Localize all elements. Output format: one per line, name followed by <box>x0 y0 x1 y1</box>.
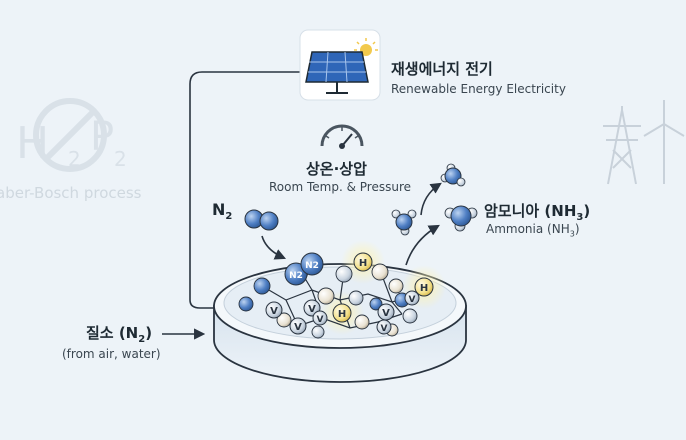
hydrogen-atom: H <box>332 303 352 323</box>
vanadium-atom: V <box>312 310 328 326</box>
solar-subtitle: Renewable Energy Electricity <box>391 82 566 96</box>
svg-text:V: V <box>381 324 388 334</box>
haber-letter-2b: 2 <box>114 147 127 171</box>
vanadium-atom: V <box>377 303 395 321</box>
ammonia-molecule-right <box>444 205 478 232</box>
ammonia-molecule-top <box>440 163 466 187</box>
arrow-n2-to-surface <box>261 235 287 260</box>
vanadium-atom: V <box>265 301 283 319</box>
svg-text:V: V <box>270 306 278 317</box>
ammonia-subtitle: Ammonia (NH3) <box>486 222 580 239</box>
conditions-title: 상온·상압 <box>306 160 367 178</box>
ammonia-title: 암모니아 (NH3) <box>484 202 591 223</box>
ammonia-molecule-left <box>391 209 417 236</box>
vanadium-atom: V <box>289 317 307 335</box>
conditions-subtitle: Room Temp. & Pressure <box>269 180 412 194</box>
svg-text:V: V <box>409 295 416 305</box>
adsorbed-n2-label: N2 <box>289 271 303 281</box>
nitrogen-molecule-incoming <box>244 209 279 231</box>
surface-nitrogen-atoms <box>238 277 410 312</box>
haber-letter-2a: 2 <box>68 147 81 171</box>
nitrogen-source-subtitle: (from air, water) <box>62 347 161 361</box>
gauge-icon <box>320 124 364 149</box>
svg-text:V: V <box>317 315 324 325</box>
arrow-to-ammonia-right <box>405 224 440 266</box>
solar-panel-icon <box>299 29 381 101</box>
svg-text:V: V <box>382 308 390 319</box>
solar-title: 재생에너지 전기 <box>391 60 493 78</box>
prohibited-icon <box>33 98 107 172</box>
haber-bosch-caption: aber-Bosch process <box>0 184 142 202</box>
nitrogen-formula-label: N2 <box>212 200 233 223</box>
sun-icon <box>354 38 378 56</box>
svg-text:H: H <box>359 258 367 269</box>
electricity-connector-line <box>189 71 300 309</box>
svg-text:H: H <box>338 309 346 320</box>
adsorbed-n2-label: N2 <box>305 261 319 271</box>
svg-text:V: V <box>294 322 302 333</box>
svg-text:H: H <box>420 283 428 294</box>
hydrogen-atom: H <box>414 277 434 297</box>
vanadium-atom: V <box>376 319 392 335</box>
power-pylon-icon <box>603 106 641 185</box>
adsorbed-n2-2: N2 <box>300 252 324 276</box>
svg-text:V: V <box>308 304 316 315</box>
nitrogen-source-title: 질소 (N2) <box>86 324 153 345</box>
hydrogen-atom: H <box>353 252 373 272</box>
wind-turbine-icon <box>643 100 685 184</box>
vanadium-atom: V <box>404 290 420 306</box>
arrow-to-ammonia-top <box>420 182 442 216</box>
haber-bosch-faded: H 2 P 2 aber-Bosch process <box>0 98 142 202</box>
